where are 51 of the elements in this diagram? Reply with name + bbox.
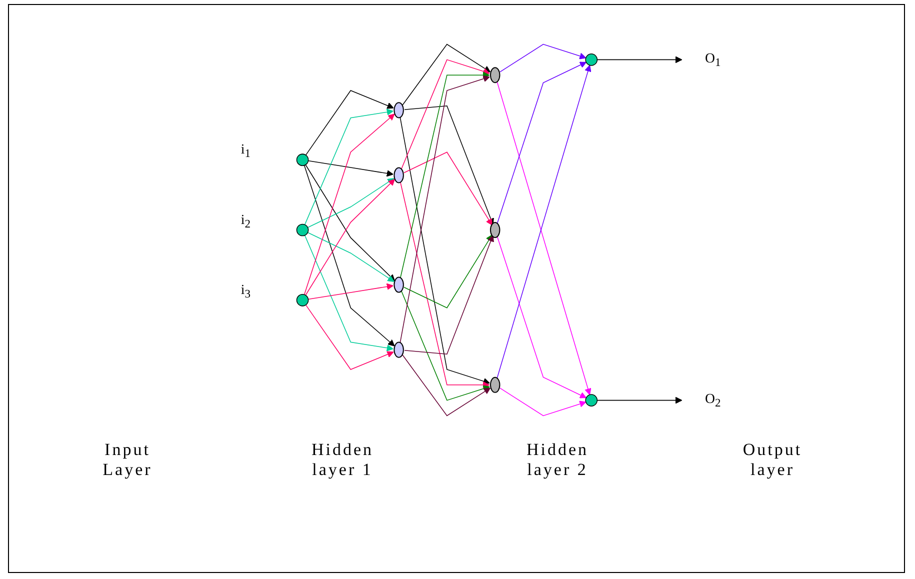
arrow: [400, 59, 490, 170]
layer-label: Hidden layer 1: [310, 440, 375, 480]
node-ellipse: [490, 376, 500, 393]
arrow: [307, 178, 394, 228]
arrow: [404, 234, 492, 308]
node-circle: [585, 54, 598, 66]
arrow: [304, 114, 395, 296]
arrow: [496, 235, 586, 398]
node-ellipse: [394, 102, 404, 118]
node-ellipse: [394, 276, 404, 293]
node-ellipse: [490, 67, 500, 84]
node-ellipse: [490, 222, 500, 238]
arrow: [305, 164, 395, 282]
arrow: [496, 62, 586, 225]
node-label: i$_{1}$: [240, 141, 251, 160]
arrow: [404, 235, 494, 354]
layer-label: Input Layer: [102, 440, 154, 480]
arrow: [304, 164, 395, 346]
arrow: [399, 115, 490, 384]
arrow: [402, 354, 490, 416]
arrow: [596, 56, 682, 64]
node-ellipse: [394, 167, 404, 184]
arrow: [307, 232, 394, 282]
arrow: [404, 152, 492, 226]
node-circle: [585, 394, 598, 406]
arrow: [399, 76, 490, 345]
node-circle: [296, 294, 309, 306]
arrow: [500, 44, 586, 72]
arrow: [305, 178, 395, 296]
arrow: [400, 290, 490, 401]
arrow: [500, 388, 586, 416]
arrow: [402, 44, 490, 106]
arrow: [400, 72, 490, 280]
arrow: [308, 283, 394, 300]
node-circle: [296, 224, 309, 236]
arrow: [400, 180, 490, 388]
arrow: [304, 234, 394, 352]
node-text: O$_{2}$: [704, 390, 721, 410]
arrow: [596, 396, 682, 404]
layer-label: Hidden layer 2: [525, 440, 590, 480]
arrow: [308, 160, 394, 177]
node-label: i$_{3}$: [240, 282, 251, 301]
node-text: O$_{1}$: [704, 50, 721, 69]
layer-label: Output layer: [742, 440, 804, 480]
arrow: [305, 304, 394, 370]
arrow: [305, 90, 394, 156]
arrow: [304, 108, 394, 226]
node-circle: [296, 154, 309, 166]
node-label: i$_{2}$: [240, 211, 251, 230]
arrow: [404, 106, 494, 225]
node-ellipse: [394, 342, 404, 358]
